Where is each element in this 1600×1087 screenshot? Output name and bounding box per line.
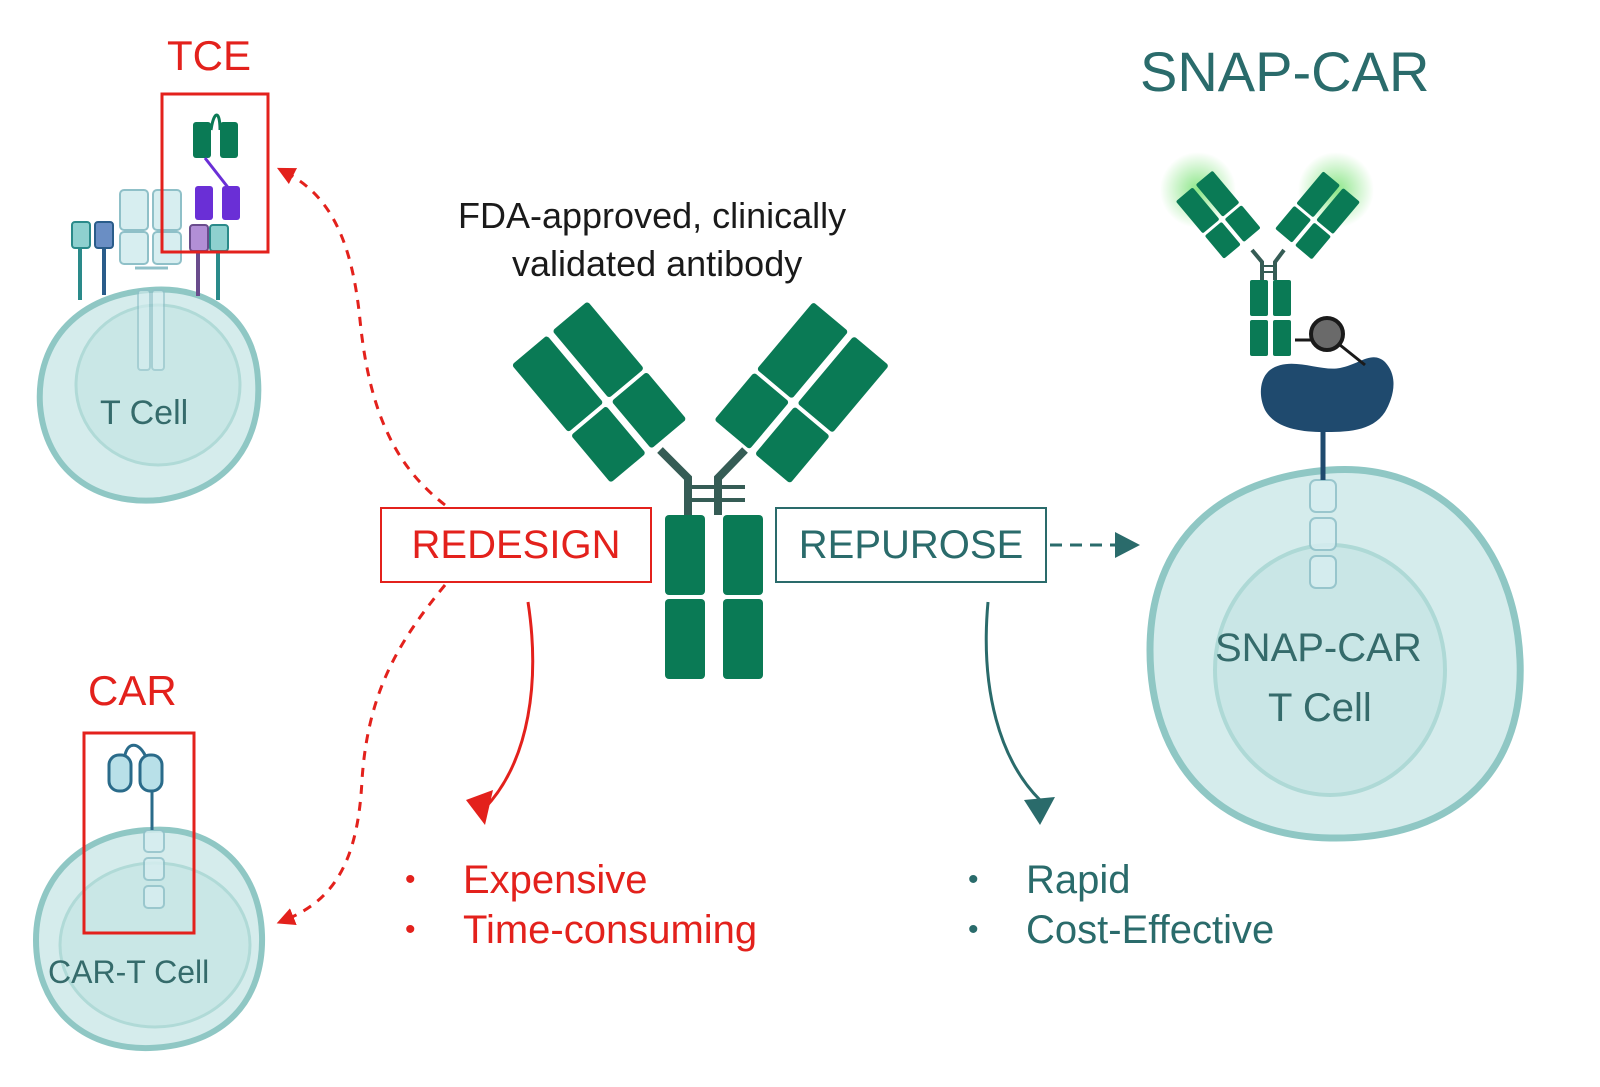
snapcar-cell-label-line2: T Cell — [1268, 686, 1372, 730]
snapcar-antibody-icon — [1160, 152, 1374, 356]
redesign-bullets: Expensive Time-consuming — [405, 855, 757, 955]
snapcar-cell-label-line1: SNAP-CAR — [1215, 626, 1422, 670]
car-t-cell — [32, 826, 266, 1052]
redesign-bullet: Time-consuming — [405, 905, 757, 955]
snapcar-title: SNAP-CAR — [1140, 40, 1430, 103]
redesign-to-tce-arrow — [276, 167, 446, 507]
redesign-label: REDESIGN — [411, 522, 621, 567]
snap-tag-icon — [1260, 357, 1394, 432]
car-title: CAR — [88, 667, 177, 714]
repurpose-bullet: Cost-Effective — [968, 905, 1274, 955]
tce-highlight-box — [160, 92, 270, 254]
antibody-icon — [512, 302, 888, 679]
redesign-outcome-arrow — [483, 601, 535, 810]
repurpose-box — [775, 507, 1047, 583]
repurpose-bullet: Rapid — [968, 855, 1274, 905]
tce-cell-label: T Cell — [100, 394, 189, 432]
repurpose-label: REPUROSE — [798, 522, 1024, 567]
redesign-box — [380, 507, 652, 583]
repurpose-bullets: Rapid Cost-Effective — [968, 855, 1274, 955]
tce-molecule-icon — [193, 113, 240, 220]
antibody-caption-line2: validated antibody — [512, 243, 803, 284]
antibody-caption-line1: FDA-approved, clinically — [458, 195, 847, 236]
car-cell-label: CAR-T Cell — [48, 954, 210, 990]
tce-t-cell — [36, 189, 262, 504]
car-highlight-box — [82, 731, 196, 935]
tce-title: TCE — [167, 32, 251, 79]
repurpose-outcome-arrow — [984, 601, 1042, 802]
car-receptor-icon — [107, 743, 164, 830]
linker-ball-icon — [1309, 316, 1345, 352]
redesign-bullet: Expensive — [405, 855, 757, 905]
